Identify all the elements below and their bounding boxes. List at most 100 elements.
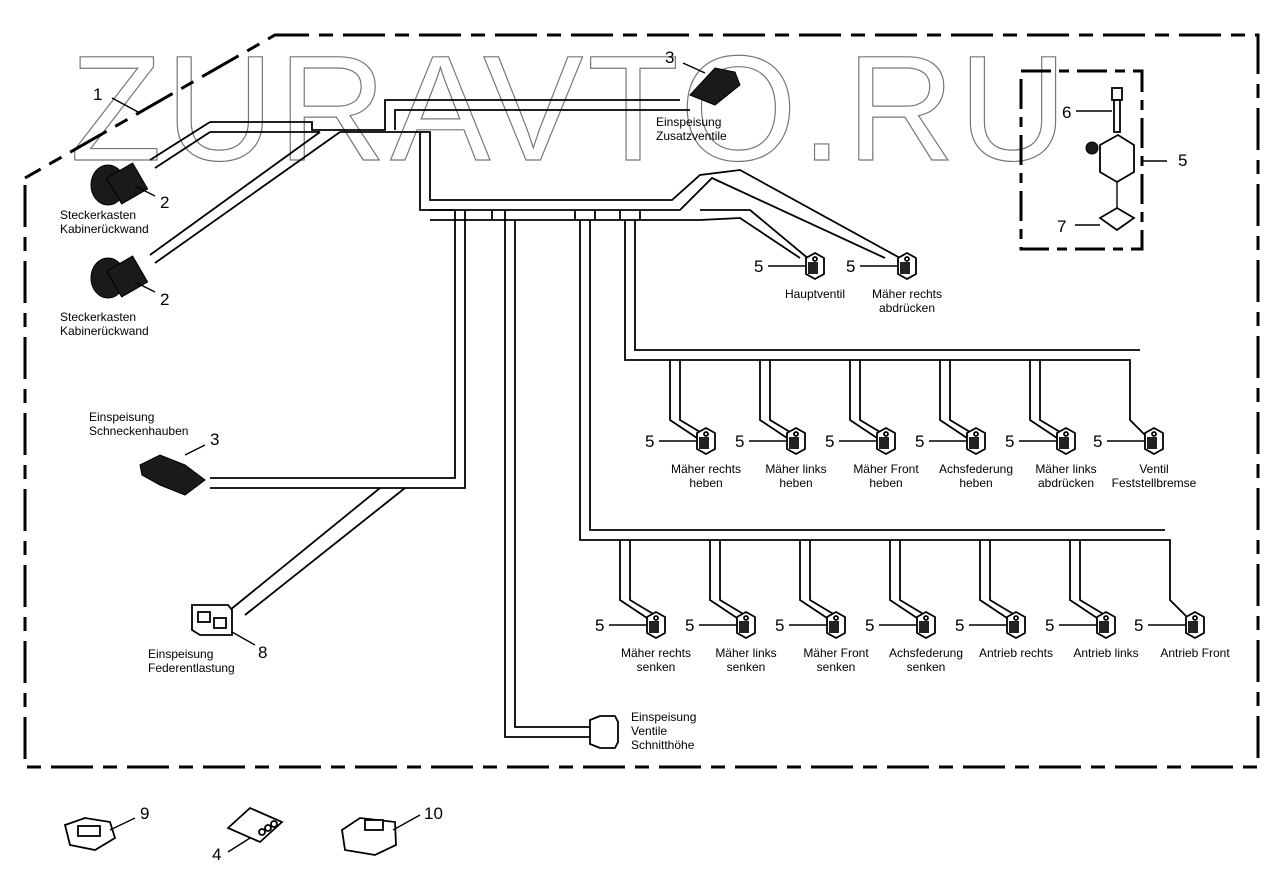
svg-text:6: 6 [1062, 103, 1071, 122]
valve-label: heben [689, 476, 722, 490]
watermark: ZURAVTO.RU [70, 24, 1071, 192]
svg-text:2: 2 [160, 290, 169, 309]
svg-text:10: 10 [424, 804, 443, 823]
callout-number: 5 [775, 616, 784, 635]
callout-number: 5 [754, 257, 763, 276]
callout-number: 5 [735, 432, 744, 451]
valve-label: Mäher links [1035, 462, 1096, 476]
part-plug-4: 4 [212, 806, 284, 864]
valve-connector-ribs [919, 621, 929, 633]
valve-connector-ribs [900, 262, 910, 274]
harness-boundary [23, 33, 1260, 769]
svg-text:Federentlastung: Federentlastung [148, 661, 235, 675]
valve-connector-ribs [699, 437, 709, 449]
branch-left-feeds [210, 220, 466, 616]
callout-number: 5 [846, 257, 855, 276]
valve-label: Mäher links [715, 646, 776, 660]
svg-text:9: 9 [140, 804, 149, 823]
svg-text:8: 8 [258, 643, 267, 662]
svg-text:Einspeisung: Einspeisung [89, 410, 154, 424]
valve-screw-hole [812, 256, 818, 262]
valve-screw-hole [883, 431, 889, 437]
valve-label: Achsfederung [889, 646, 963, 660]
valve-screw-hole [1192, 615, 1198, 621]
valve-screw-hole [1013, 615, 1019, 621]
callout-number: 5 [1134, 616, 1143, 635]
callout-number: 5 [1093, 432, 1102, 451]
valve-screw-hole [833, 615, 839, 621]
valve-label: Mäher rechts [621, 646, 691, 660]
svg-text:4: 4 [212, 845, 221, 864]
callout-number: 5 [1045, 616, 1054, 635]
valve-screw-hole [793, 431, 799, 437]
valve-label: senken [907, 660, 946, 674]
valve-label: heben [959, 476, 992, 490]
valve-screw-hole [904, 256, 910, 262]
callout-number: 5 [685, 616, 694, 635]
callout-number: 5 [825, 432, 834, 451]
valve-screw-hole [1063, 431, 1069, 437]
valve-label: Antrieb Front [1160, 646, 1230, 660]
valve-label: Ventil [1139, 462, 1168, 476]
svg-text:1: 1 [93, 85, 102, 104]
valve-connector-ribs [1188, 621, 1198, 633]
svg-text:Einspeisung: Einspeisung [631, 710, 696, 724]
svg-text:Einspeisung: Einspeisung [656, 115, 721, 129]
part-connector-9: 9 [63, 804, 149, 851]
valve-label: Hauptventil [785, 287, 845, 301]
connector-schnitthoehe: Einspeisung Ventile Schnitthöhe [504, 220, 696, 752]
cable-steckerkasten [149, 121, 341, 264]
round-connector-1: 2 Steckerkasten Kabinerückwand [60, 162, 169, 236]
valve-label: senken [637, 660, 676, 674]
connector-federentlastung: 8 Einspeisung Federentlastung [148, 604, 267, 675]
valve-screw-hole [743, 615, 749, 621]
valve-connector-ribs [969, 437, 979, 449]
detail-box [1019, 69, 1144, 251]
svg-text:Kabinerückwand: Kabinerückwand [60, 222, 149, 236]
callout-number: 5 [645, 432, 654, 451]
valve-connector-ribs [1009, 621, 1019, 633]
valve-connector-ribs [829, 621, 839, 633]
valve-label: Achsfederung [939, 462, 1013, 476]
connector-zusatzventile: 3 Einspeisung Zusatzventile [656, 48, 741, 143]
svg-text:5: 5 [1178, 151, 1187, 170]
svg-text:Ventile: Ventile [631, 724, 667, 738]
valve-label: abdrücken [879, 301, 935, 315]
callout-number: 5 [1005, 432, 1014, 451]
valve-label: heben [779, 476, 812, 490]
valve-screw-hole [653, 615, 659, 621]
branch-row2 [579, 220, 1191, 621]
callout-number: 5 [595, 616, 604, 635]
svg-text:3: 3 [665, 48, 674, 67]
detail-valve-assembly: 6 5 7 [1057, 87, 1187, 236]
round-connector-2: 2 Steckerkasten Kabinerückwand [60, 255, 169, 338]
valve-connector-ribs [879, 437, 889, 449]
valve-screw-hole [1103, 615, 1109, 621]
svg-text:2: 2 [160, 193, 169, 212]
valve-label: Mäher Front [853, 462, 919, 476]
svg-text:Zusatzventile: Zusatzventile [656, 129, 727, 143]
valve-connector-ribs [789, 437, 799, 449]
valve-label: Mäher links [765, 462, 826, 476]
valve-label: senken [727, 660, 766, 674]
svg-text:Steckerkasten: Steckerkasten [60, 208, 136, 222]
valve-connector-ribs [808, 262, 818, 274]
svg-text:Einspeisung: Einspeisung [148, 647, 213, 661]
valve-connector-ribs [739, 621, 749, 633]
valve-label: Mäher rechts [872, 287, 942, 301]
valve-label: Feststellbremse [1112, 476, 1197, 490]
